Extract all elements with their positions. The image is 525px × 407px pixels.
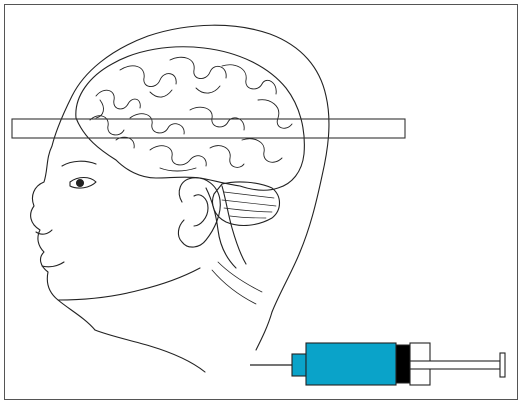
scan-band xyxy=(12,119,405,138)
eyebrow xyxy=(62,161,96,166)
brain-stem xyxy=(206,186,246,268)
neck-front xyxy=(95,330,205,372)
plunger-stopper xyxy=(396,345,410,383)
nostril xyxy=(36,230,52,234)
syringe-icon xyxy=(250,343,505,385)
neck-line xyxy=(256,312,272,350)
jaw-line xyxy=(58,268,200,300)
ear-outline xyxy=(178,178,220,247)
syringe-barrel xyxy=(306,343,396,385)
mouth xyxy=(42,262,64,267)
pupil xyxy=(77,180,84,187)
ear-inner xyxy=(194,195,208,226)
plunger-thumb-rest xyxy=(500,353,505,377)
plunger-rod xyxy=(410,361,500,369)
